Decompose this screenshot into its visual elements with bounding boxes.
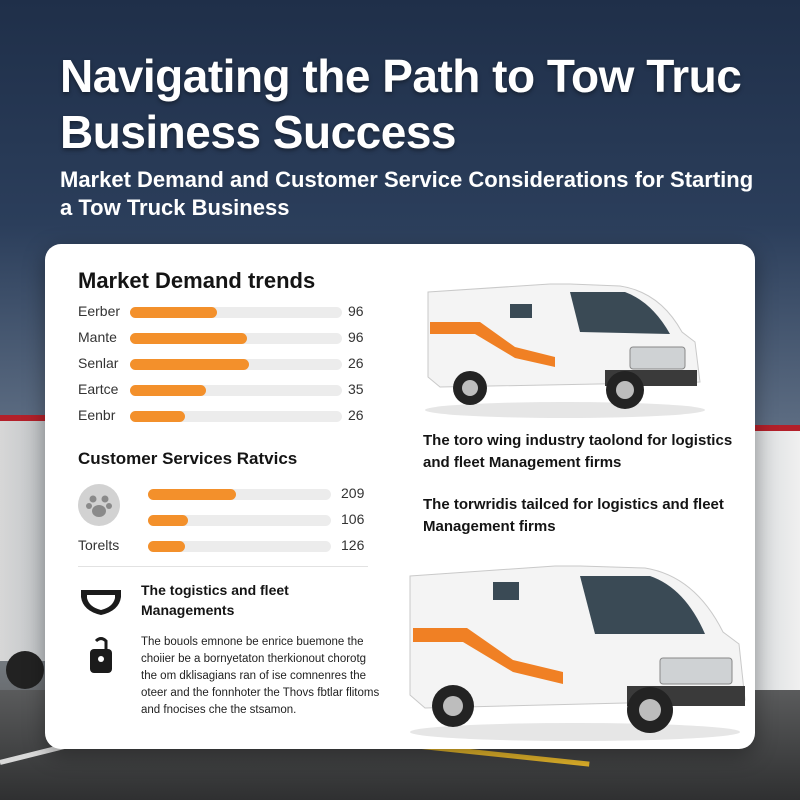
trend-bar-track: [130, 411, 342, 422]
customer-service-row: 106: [78, 510, 378, 530]
trend-value: 96: [348, 329, 364, 345]
logistics-title: The togistics and fleet Managements: [141, 582, 289, 618]
trend-bar-fill: [130, 333, 247, 344]
page-title: Navigating the Path to Tow Truc Business…: [60, 50, 742, 158]
background-truck-left: [0, 415, 48, 689]
trend-label: Eerber: [78, 303, 121, 319]
service-bar-fill: [148, 541, 185, 552]
van-image: [420, 262, 710, 427]
page-subtitle: Market Demand and Customer Service Consi…: [60, 167, 754, 220]
market-trend-row: Eartce 35: [78, 380, 378, 400]
market-demand-title: Market Demand trends: [78, 268, 316, 293]
customer-service-title: Customer Services Ratvics: [78, 449, 298, 468]
service-value: 106: [341, 511, 365, 527]
market-trend-row: Eerber 96: [78, 302, 378, 322]
customer-service-row: Torelts 126: [78, 536, 378, 556]
section-divider: [78, 566, 368, 567]
trend-value: 26: [348, 407, 364, 423]
service-value: 126: [341, 537, 365, 553]
lock-icon: [78, 637, 124, 675]
service-bar-track: [148, 541, 331, 552]
trend-bar-fill: [130, 359, 249, 370]
service-bar-fill: [148, 515, 189, 526]
background-truck-right: [754, 425, 800, 701]
trend-bar-fill: [130, 307, 217, 318]
market-trend-row: Eenbr 26: [78, 406, 378, 426]
market-trend-row: Senlar 26: [78, 354, 378, 374]
trend-label: Eenbr: [78, 407, 116, 423]
trend-label: Senlar: [78, 355, 119, 371]
trend-bar-fill: [130, 385, 207, 396]
trend-bar-track: [130, 307, 342, 318]
trend-bar-track: [130, 333, 342, 344]
trend-label: Mante: [78, 329, 117, 345]
service-value: 209: [341, 485, 365, 501]
customer-service-row: 209: [78, 484, 378, 504]
background-wheel: [6, 651, 44, 689]
service-bar-fill: [148, 489, 236, 500]
service-bar-track: [148, 489, 331, 500]
trend-value: 35: [348, 381, 364, 397]
market-trend-row: Mante 96: [78, 328, 378, 348]
feature-text-1: The toro wing industry taolond for logis…: [423, 432, 733, 471]
trend-value: 26: [348, 355, 364, 371]
trend-bar-track: [130, 359, 342, 370]
trend-bar-fill: [130, 411, 186, 422]
paw-icon: [78, 484, 120, 526]
feature-text-2: The torwridis tailced for logistics and …: [423, 496, 724, 535]
shield-icon: [78, 584, 124, 620]
trend-label: Eartce: [78, 381, 119, 397]
trend-bar-track: [130, 385, 342, 396]
logistics-description: The bouols emnone be enrice buemone the …: [141, 636, 380, 716]
service-bar-track: [148, 515, 331, 526]
trend-value: 96: [348, 303, 364, 319]
service-label: Torelts: [78, 537, 120, 553]
van-image-large: [405, 550, 750, 750]
